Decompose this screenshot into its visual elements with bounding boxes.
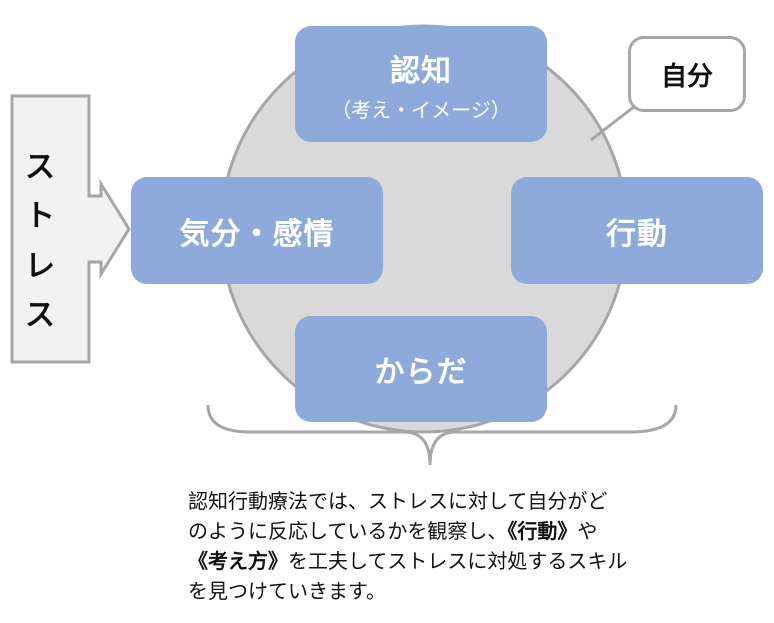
caption-line: 《考え方》を工夫してストレスに対処するスキル bbox=[188, 546, 748, 576]
emotion-label: 気分・感情 bbox=[179, 216, 335, 252]
body-label: からだ bbox=[374, 355, 468, 390]
cognition-label: 認知 bbox=[390, 53, 452, 89]
caption: 認知行動療法では、ストレスに対して自分がど のように反応しているかを観察し、《行… bbox=[188, 486, 748, 606]
stress-char: ト bbox=[25, 199, 55, 235]
caption-line: のように反応しているかを観察し、《行動》や bbox=[188, 516, 748, 546]
stress-label: ス ト レ ス bbox=[14, 134, 66, 350]
self-label: 自分 bbox=[660, 61, 713, 92]
body-node: からだ bbox=[295, 316, 547, 422]
stress-arrow-shape bbox=[10, 94, 131, 364]
stress-char: レ bbox=[25, 248, 55, 284]
caption-text: を工夫してストレスに対処するスキル bbox=[288, 549, 628, 573]
brace bbox=[206, 404, 678, 466]
caption-line: 認知行動療法では、ストレスに対して自分がど bbox=[188, 489, 608, 513]
cognition-node: 認知 （考え・イメージ） bbox=[295, 26, 547, 142]
caption-line: を見つけていきます。 bbox=[188, 579, 386, 603]
action-node: 行動 bbox=[511, 177, 763, 284]
self-callout: 自分 bbox=[628, 36, 746, 112]
action-label: 行動 bbox=[606, 216, 668, 252]
caption-text: のように反応しているかを観察し、 bbox=[188, 519, 508, 543]
caption-text: や bbox=[577, 519, 598, 543]
caption-emphasis-action: 《行動》 bbox=[507, 519, 578, 543]
cognition-sublabel: （考え・イメージ） bbox=[331, 97, 511, 122]
stress-char: ス bbox=[25, 150, 55, 186]
emotion-node: 気分・感情 bbox=[131, 177, 383, 284]
caption-emphasis-thinking: 《考え方》 bbox=[188, 549, 288, 573]
self-callout-line bbox=[590, 104, 636, 142]
stress-char: ス bbox=[25, 297, 55, 333]
